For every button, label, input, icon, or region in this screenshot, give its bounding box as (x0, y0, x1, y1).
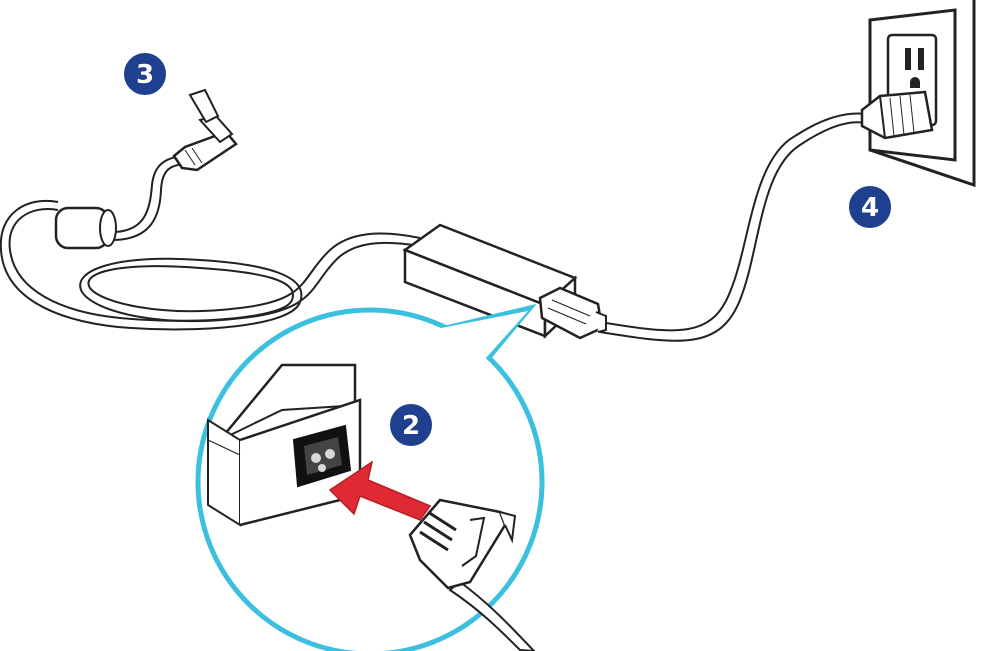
ac-inlet-plug (538, 286, 607, 340)
dc-cable (0, 155, 421, 331)
step-badge-3: 3 (122, 51, 168, 97)
step-badge-2: 2 (388, 402, 434, 448)
step-number-4: 4 (861, 193, 879, 223)
ferrite-bead (54, 206, 117, 250)
step-number-3: 3 (136, 60, 154, 90)
wall-plug (860, 90, 934, 140)
wall-cable (599, 112, 866, 342)
dc-barrel-connector (172, 88, 238, 172)
step-number-2: 2 (402, 411, 420, 441)
step-badge-4: 4 (847, 184, 893, 230)
zoomed-adapter (207, 363, 362, 527)
insert-arrow (328, 460, 432, 521)
